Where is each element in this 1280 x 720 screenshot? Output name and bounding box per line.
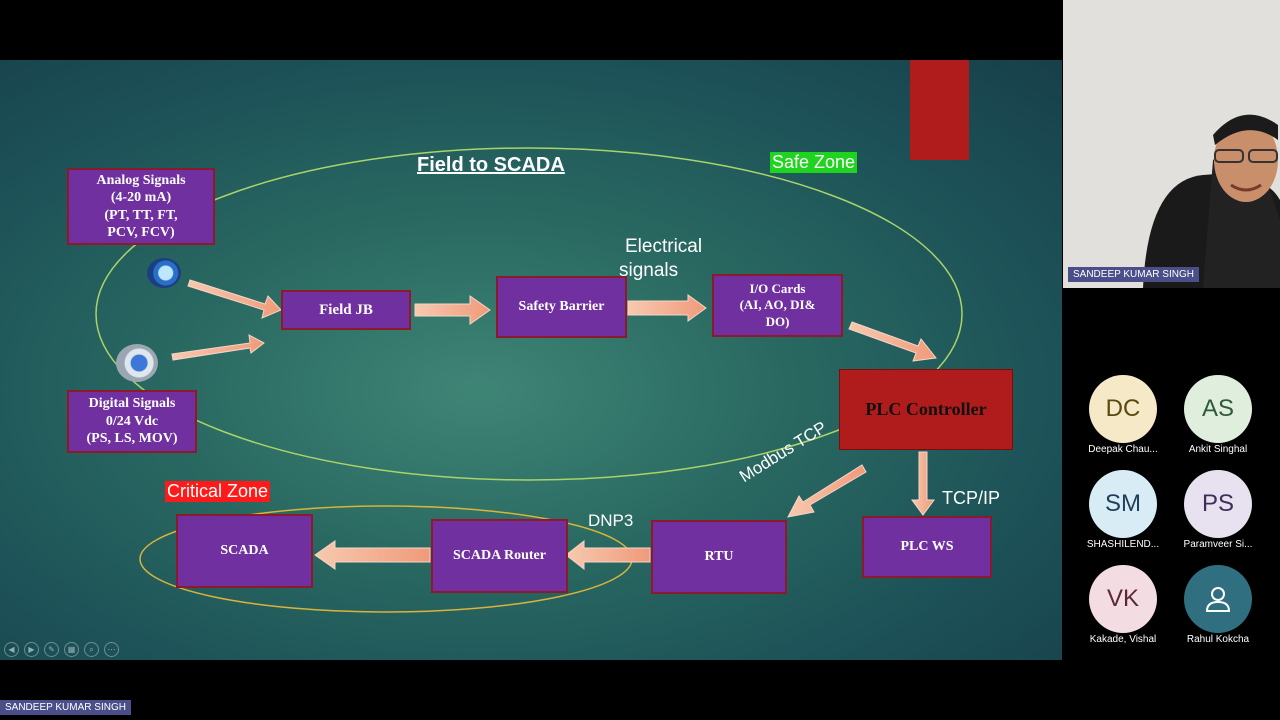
participant-tile[interactable]: SM SHASHILEND... xyxy=(1078,470,1168,550)
avatar xyxy=(1184,565,1252,633)
safety-barrier-box: Safety Barrier xyxy=(496,276,627,338)
io-line-2: (AI, AO, DI& xyxy=(739,297,816,313)
participant-name: Ankit Singhal xyxy=(1188,444,1248,455)
arrow-rtu-to-router xyxy=(565,539,651,571)
slides-grid-icon[interactable]: ▦ xyxy=(64,642,79,657)
arrow-jb-to-barrier xyxy=(414,295,491,325)
avatar: PS xyxy=(1184,470,1252,538)
switch-icon xyxy=(116,344,158,382)
electrical-line-1: Electrical xyxy=(625,236,703,257)
presenter-name-chip: SANDEEP KUMAR SINGH xyxy=(0,700,131,715)
digital-signals-box: Digital Signals 0/24 Vdc (PS, LS, MOV) xyxy=(67,390,197,453)
presenter-video-tile[interactable]: SANDEEP KUMAR SINGH xyxy=(1063,0,1280,288)
participant-name: Kakade, Vishal xyxy=(1089,634,1157,645)
arrow-analog-to-jb xyxy=(187,279,282,319)
arrow-plc-to-rtu xyxy=(787,464,867,518)
safe-zone-ellipse xyxy=(95,147,963,481)
participant-tile[interactable]: DC Deepak Chau... xyxy=(1078,375,1168,455)
digital-line-2: 0/24 Vdc xyxy=(105,413,159,429)
dnp3-label: DNP3 xyxy=(588,511,634,530)
zoom-icon[interactable]: ⌕ xyxy=(84,642,99,657)
diagram-graphics xyxy=(95,147,963,613)
more-options-icon[interactable]: ⋯ xyxy=(104,642,119,657)
digital-line-3: (PS, LS, MOV) xyxy=(86,431,178,447)
io-line-1: I/O Cards xyxy=(749,281,806,297)
slide-title: Field to SCADA xyxy=(417,154,565,176)
scada-box: SCADA xyxy=(176,514,313,588)
person-icon xyxy=(1205,587,1231,612)
io-cards-box: I/O Cards (AI, AO, DI& DO) xyxy=(712,274,843,337)
avatar: AS xyxy=(1184,375,1252,443)
slideshow-controls: ◀ ▶ ✎ ▦ ⌕ ⋯ xyxy=(4,642,119,657)
critical-zone-label: Critical Zone xyxy=(165,481,271,502)
avatar: VK xyxy=(1089,565,1157,633)
rtu-box: RTU xyxy=(651,520,787,594)
arrow-io-to-plc xyxy=(848,321,937,362)
analog-line-1: Analog Signals xyxy=(96,172,186,188)
presentation-slide: Field to SCADA Safe Zone Critical Zone A… xyxy=(0,60,1062,660)
participant-tile[interactable]: PS Paramveer Si... xyxy=(1173,470,1263,550)
safe-zone-label: Safe Zone xyxy=(770,152,858,173)
participant-name: Paramveer Si... xyxy=(1183,539,1253,550)
transmitter-icon xyxy=(147,258,181,288)
digital-line-1: Digital Signals xyxy=(88,396,176,412)
participant-name: SHASHILEND... xyxy=(1086,539,1160,550)
pen-icon[interactable]: ✎ xyxy=(44,642,59,657)
field-jb-box: Field JB xyxy=(281,290,411,330)
avatar: DC xyxy=(1089,375,1157,443)
participant-tile[interactable]: VK Kakade, Vishal xyxy=(1078,565,1168,645)
arrow-router-to-scada xyxy=(314,540,431,570)
arrow-plc-to-plcws xyxy=(911,451,935,516)
plc-controller-box: PLC Controller xyxy=(839,369,1013,450)
previous-slide-icon[interactable]: ◀ xyxy=(4,642,19,657)
participant-name: Deepak Chau... xyxy=(1088,444,1158,455)
arrow-digital-to-jb xyxy=(171,334,265,361)
next-slide-icon[interactable]: ▶ xyxy=(24,642,39,657)
participant-tile[interactable]: Rahul Kokcha xyxy=(1173,565,1263,645)
avatar: SM xyxy=(1089,470,1157,538)
io-line-3: DO) xyxy=(765,313,790,329)
arrow-barrier-to-io xyxy=(627,294,707,322)
plc-ws-box: PLC WS xyxy=(862,516,992,578)
analog-line-3: (PT, TT, FT, xyxy=(104,207,178,223)
video-name-chip: SANDEEP KUMAR SINGH xyxy=(1068,267,1199,282)
electrical-signals-label: Electrical signals xyxy=(619,235,703,283)
participant-tile[interactable]: AS Ankit Singhal xyxy=(1173,375,1263,455)
analog-line-2: (4-20 mA) xyxy=(110,190,172,205)
electrical-line-2: signals xyxy=(619,260,679,281)
red-bar-decoration xyxy=(910,60,969,160)
participant-name: Rahul Kokcha xyxy=(1186,634,1250,645)
tcpip-label: TCP/IP xyxy=(942,488,1001,508)
presenter-video-image xyxy=(1063,0,1280,288)
analog-line-4: PCV, FCV) xyxy=(107,225,175,240)
scada-router-box: SCADA Router xyxy=(431,519,568,593)
analog-signals-box: Analog Signals (4-20 mA) (PT, TT, FT, PC… xyxy=(67,168,215,245)
